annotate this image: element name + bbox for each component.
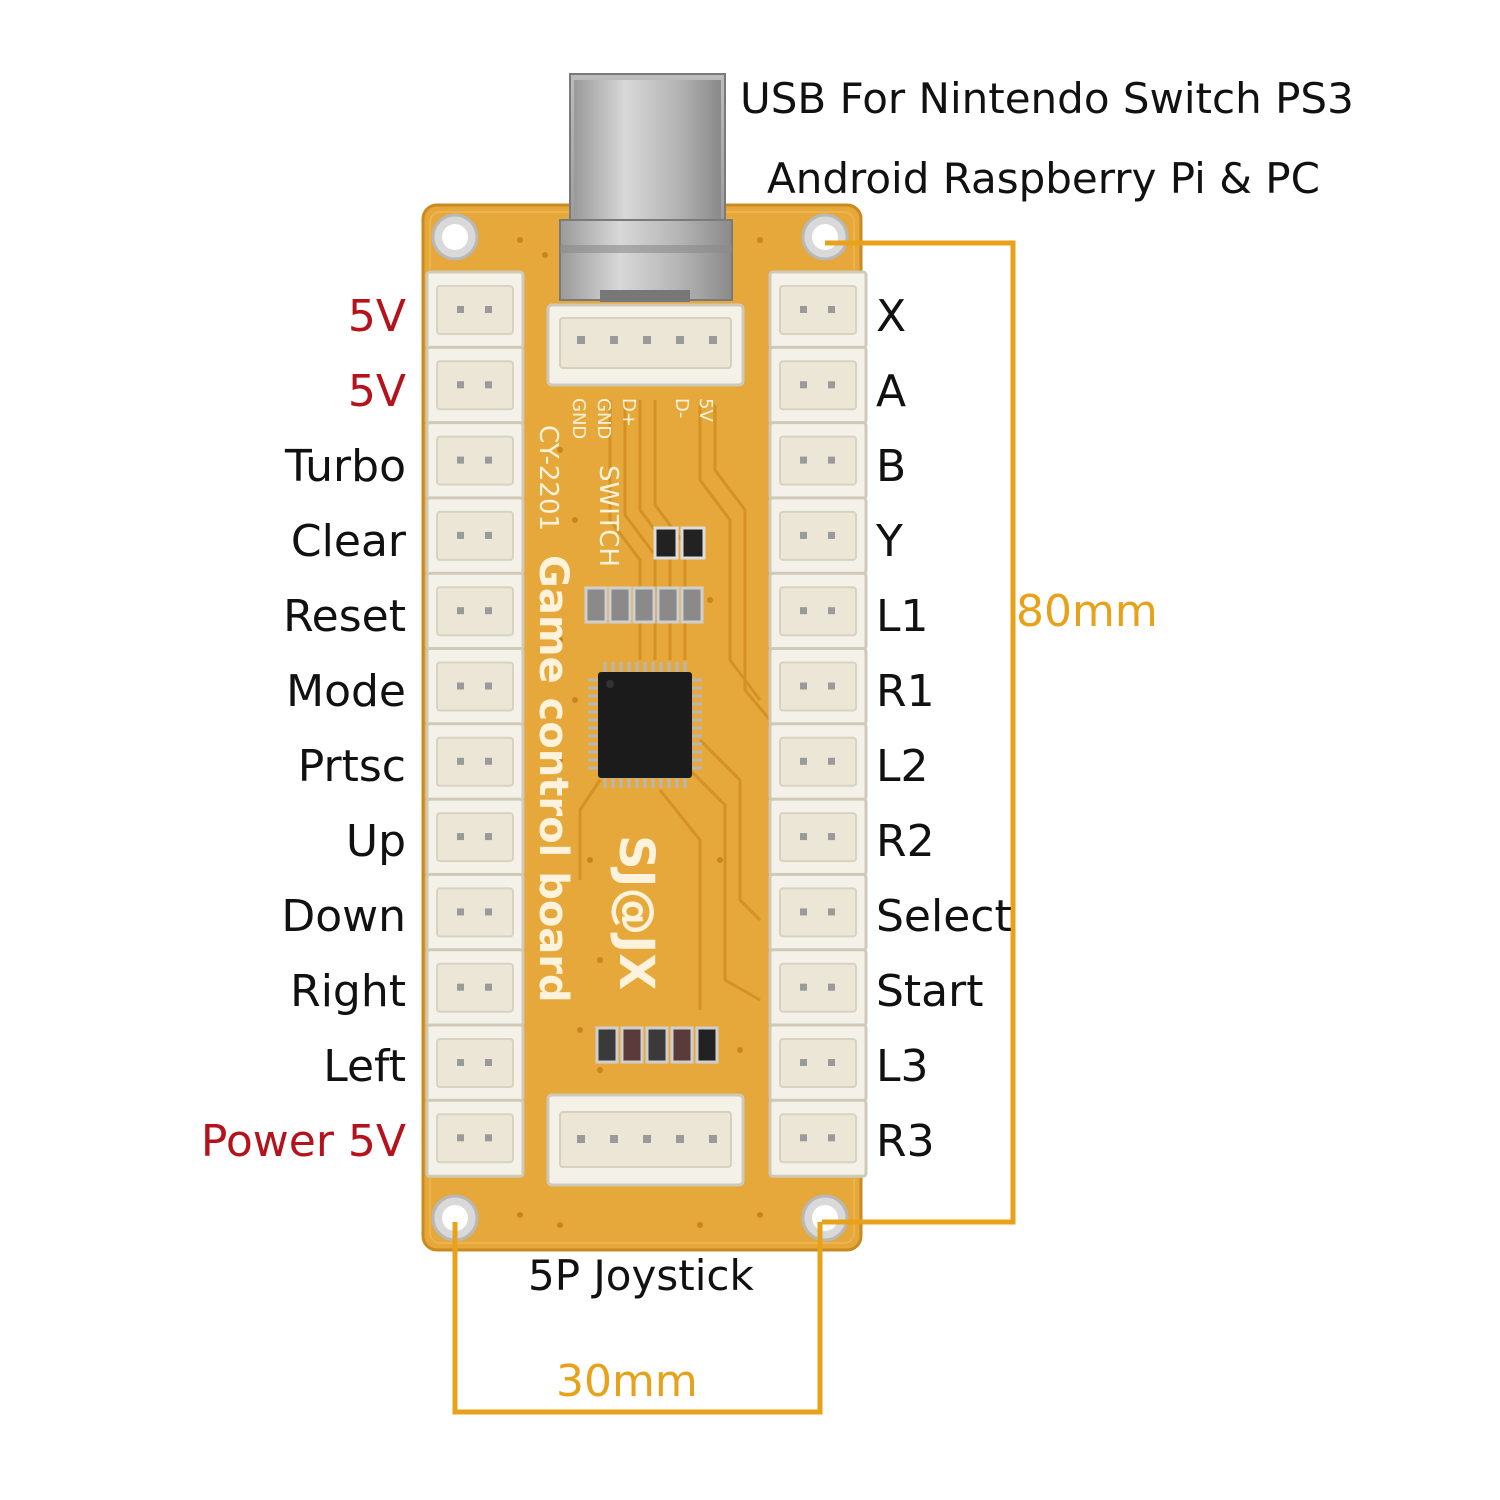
jst-connector (425, 647, 525, 726)
jst-connector (768, 722, 868, 802)
silkscreen: Game control board SJ@JX CY-2201 SWITCH … (530, 398, 716, 1003)
switch-silkscreen: SWITCH (593, 465, 623, 567)
jst-connector (768, 872, 868, 952)
mounting-holes (431, 213, 849, 1242)
left-label-turbo: Turbo (284, 441, 406, 492)
right-label-l3: L3 (876, 1041, 929, 1092)
status-leds (595, 1026, 719, 1064)
jst-connector (425, 797, 525, 877)
left-label-power-5v: Power 5V (200, 1116, 406, 1167)
left-label-up: Up (345, 816, 406, 867)
right-connector-column (768, 270, 868, 1178)
right-label-b: B (876, 441, 907, 492)
jst-connector (768, 571, 868, 651)
jst-connector (425, 345, 525, 425)
mcu-chip (588, 662, 702, 788)
usb-connector (559, 73, 733, 302)
title-line-1: USB For Nintendo Switch PS3 (740, 74, 1354, 123)
left-label-reset: Reset (283, 591, 406, 642)
right-label-start: Start (876, 966, 984, 1017)
jst-connector (425, 571, 525, 651)
left-label-5v-2: 5V (347, 366, 406, 417)
left-label-clear: Clear (290, 516, 406, 567)
left-label-prtsc: Prtsc (297, 741, 406, 792)
jst-connector (425, 270, 525, 350)
jst-connector (768, 270, 868, 350)
joystick-label: 5P Joystick (528, 1251, 754, 1300)
usb-pin-silkscreen: 5V (695, 398, 716, 422)
left-label-left: Left (323, 1041, 406, 1092)
jst-connector (425, 496, 525, 576)
usb-pin-silkscreen: D- (671, 398, 692, 418)
jst-connector (768, 797, 868, 877)
dimension-width-label: 30mm (556, 1356, 698, 1407)
usb-pin-silkscreen: D+ (618, 398, 639, 427)
dimension-height-label: 80mm (1016, 586, 1158, 637)
jst-connector (425, 421, 525, 501)
jst-connector (768, 496, 868, 576)
brand-silkscreen: SJ@JX (608, 835, 664, 990)
right-label-y: Y (876, 516, 903, 567)
right-label-l1: L1 (876, 591, 929, 642)
dimension-30mm-line (452, 1222, 823, 1415)
right-label-r1: R1 (876, 666, 935, 717)
right-label-a: A (876, 366, 907, 417)
dimension-80mm-line (822, 240, 1016, 1225)
jst-connector (425, 1098, 525, 1178)
jst-connector (768, 1023, 868, 1103)
smd-resistors (584, 526, 706, 624)
jst-connector (425, 948, 525, 1028)
usb-pin-silkscreen: GND (568, 398, 589, 439)
left-label-5v-1: 5V (347, 291, 406, 342)
title-line-2: Android Raspberry Pi & PC (767, 154, 1320, 203)
jst-connector (768, 948, 868, 1028)
right-label-select: Select (876, 891, 1012, 942)
usb-header (546, 303, 745, 387)
product-silkscreen: Game control board (530, 555, 576, 1003)
left-connector-column (425, 270, 525, 1178)
jst-connector (768, 345, 868, 425)
jst-connector (425, 722, 525, 802)
left-label-mode: Mode (286, 666, 406, 717)
model-silkscreen: CY-2201 (533, 425, 563, 531)
left-label-down: Down (281, 891, 406, 942)
right-label-l2: L2 (876, 741, 929, 792)
right-label-r2: R2 (876, 816, 935, 867)
jst-connector (768, 647, 868, 726)
usb-pin-silkscreen: GND (593, 398, 614, 439)
jst-connector (768, 421, 868, 501)
jst-connector (425, 872, 525, 952)
joystick-header (546, 1093, 745, 1187)
pcb-vias (517, 237, 763, 1228)
jst-connector (768, 1098, 868, 1178)
right-label-x: X (876, 291, 907, 342)
left-label-right: Right (290, 966, 406, 1017)
right-label-r3: R3 (876, 1116, 935, 1167)
jst-connector (425, 1023, 525, 1103)
